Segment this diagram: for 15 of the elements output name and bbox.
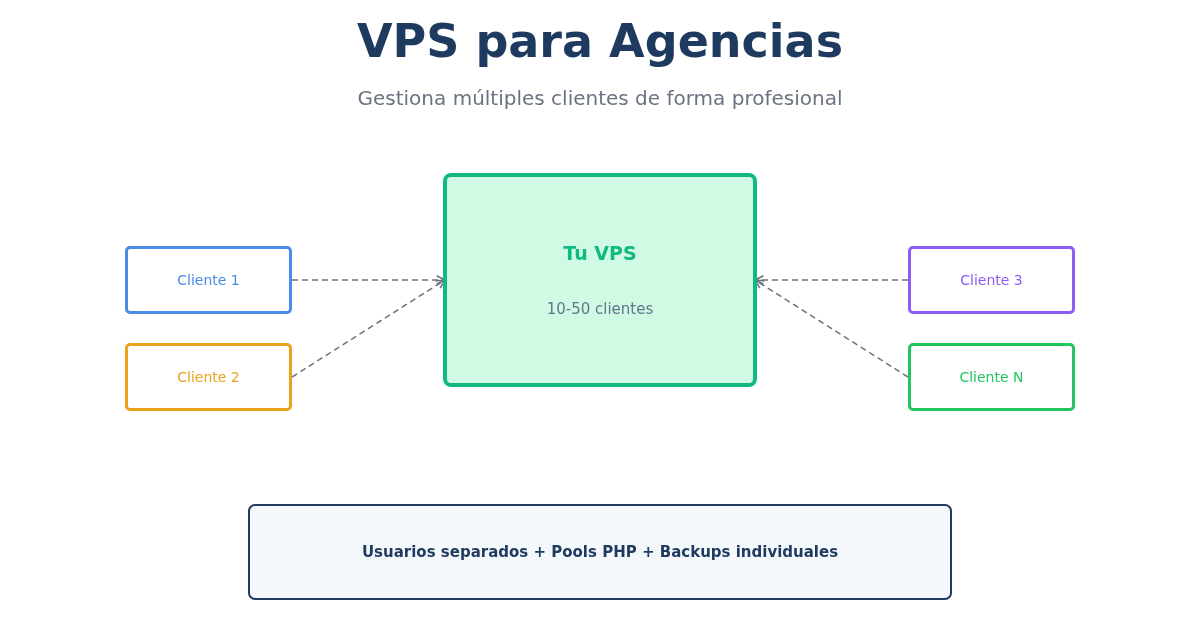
node-label: Tu VPS — [563, 242, 637, 264]
client-box — [125, 343, 292, 411]
subtitle: Gestiona múltiples clientes de forma profesional — [356, 86, 844, 110]
note-box — [248, 504, 952, 600]
node-label: Cliente 3 — [960, 272, 1023, 288]
node-label: Cliente 2 — [177, 369, 240, 385]
title: VPS para Agencias — [355, 14, 845, 68]
node-detail: 10-50 clientes — [546, 300, 654, 318]
node-label: Cliente 1 — [177, 272, 240, 288]
client-box — [908, 343, 1075, 411]
client-box — [908, 246, 1075, 314]
node-label: Cliente N — [959, 369, 1024, 385]
node-label: Usuarios separados + Pools PHP + Backups individuales — [361, 543, 839, 561]
client-box — [125, 246, 292, 314]
server-box — [443, 173, 757, 387]
